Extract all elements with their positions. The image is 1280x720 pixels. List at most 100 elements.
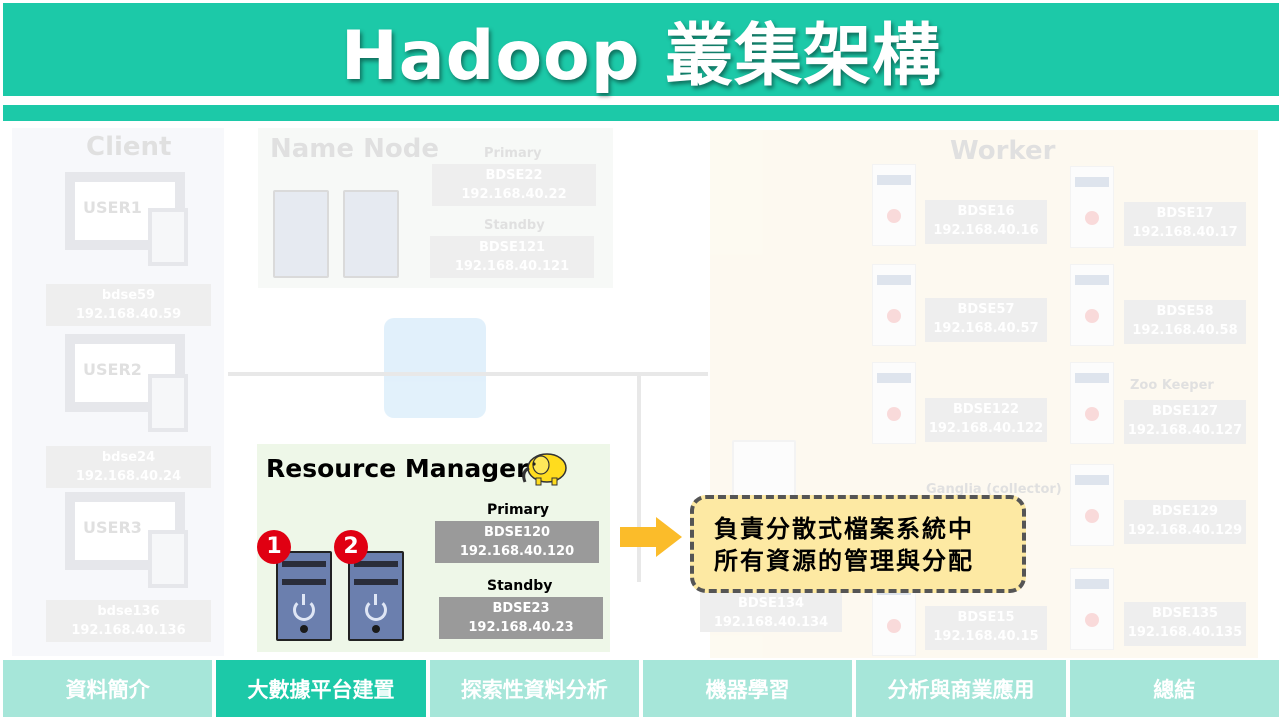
worker-server-icon [872,164,916,246]
rm-standby-label: Standby [487,578,553,594]
title-banner: Hadoop 叢集架構 [3,3,1279,96]
namenode-primary-ipbox: BDSE22 192.168.40.22 [432,164,596,206]
worker-host: BDSE58 [1156,304,1214,319]
worker-ip: 192.168.40.129 [1127,523,1243,538]
user1-ip: 192.168.40.59 [75,307,182,322]
badge-1: 1 [257,530,291,564]
network-line [228,372,708,376]
resource-manager-panel: Resource Manager Primary BDSE120 192.168.… [257,444,610,652]
zookeeper-label: Zoo Keeper [1130,378,1214,393]
worker-host: BDSE57 [957,302,1015,317]
nav-tab-eda[interactable]: 探索性資料分析 [429,660,639,717]
worker-ip: 192.168.40.122 [928,421,1044,436]
namenode-primary-host: BDSE22 [485,168,543,183]
namenode-server-icon [343,190,399,278]
worker-title: Worker [950,136,1056,166]
network-line [637,372,641,582]
worker-server-icon [872,362,916,444]
extra-host: BDSE134 [737,596,805,611]
ganglia-label: Ganglia (collector) [926,482,1062,497]
user2-label: USER2 [83,360,142,379]
nav-tab-data-intro[interactable]: 資料簡介 [3,660,213,717]
worker-ip: 192.168.40.16 [933,223,1039,238]
nav-tab-machine-learning[interactable]: 機器學習 [642,660,853,717]
worker-ipbox: BDSE16 192.168.40.16 [925,200,1047,244]
worker-host: BDSE129 [1151,504,1219,519]
client-title: Client [86,132,172,162]
rm-standby-ip: 192.168.40.23 [468,620,574,635]
namenode-primary-label: Primary [484,146,542,161]
user1-host: bdse59 [101,288,156,303]
worker-server-icon [1070,362,1114,444]
user3-tablet-icon [148,530,188,588]
user2-ipbox: bdse24 192.168.40.24 [46,446,211,488]
worker-ipbox: BDSE127 192.168.40.127 [1124,400,1246,444]
rm-primary-label: Primary [487,502,550,518]
namenode-standby-ipbox: BDSE121 192.168.40.121 [430,236,594,278]
slide-title: Hadoop 叢集架構 [340,17,942,96]
resource-manager-title: Resource Manager [266,454,529,483]
worker-host: BDSE15 [957,610,1015,625]
callout-line1: 負責分散式檔案系統中 [714,515,974,543]
worker-ip: 192.168.40.127 [1127,423,1243,438]
rm-standby-host: BDSE23 [492,601,550,616]
user1-ipbox: bdse59 192.168.40.59 [46,284,211,326]
user3-label: USER3 [83,518,142,537]
worker-ip: 192.168.40.57 [933,321,1039,336]
arrow-right-icon [620,517,682,557]
user3-ip: 192.168.40.136 [71,623,186,638]
namenode-standby-host: BDSE121 [478,240,546,255]
worker-ipbox: BDSE15 192.168.40.15 [925,606,1047,650]
worker-ipbox: BDSE122 192.168.40.122 [925,398,1047,442]
user1-label: USER1 [83,198,142,217]
worker-host: BDSE122 [952,402,1020,417]
badge-2: 2 [334,530,368,564]
namenode-standby-label: Standby [484,218,545,233]
user2-ip: 192.168.40.24 [75,469,182,484]
user3-ipbox: bdse136 192.168.40.136 [46,600,211,642]
user2-host: bdse24 [101,450,156,465]
worker-host: BDSE127 [1151,404,1219,419]
bottom-nav: 資料簡介 大數據平台建置 探索性資料分析 機器學習 分析與商業應用 總結 [3,660,1279,717]
user2-tablet-icon [148,374,188,432]
faded-background-diagram: Client USER1 bdse59 192.168.40.59 USER2 b… [0,122,1280,660]
nav-tab-business-application[interactable]: 分析與商業應用 [856,660,1066,717]
server-icon [276,551,332,641]
user1-monitor: USER1 [65,172,185,250]
rm-primary-ip: 192.168.40.120 [459,544,575,559]
worker-ipbox: BDSE129 192.168.40.129 [1124,500,1246,544]
worker-ip: 192.168.40.15 [933,629,1039,644]
worker-server-icon [872,264,916,346]
server-icon [348,551,404,641]
namenode-panel [258,128,613,288]
callout-box: 負責分散式檔案系統中 所有資源的管理與分配 [690,495,1026,593]
namenode-server-icon [273,190,329,278]
network-switch-icon [384,318,486,418]
extra-ip: 192.168.40.134 [713,615,829,630]
divider-bar [3,105,1279,121]
user3-host: bdse136 [97,604,160,619]
worker-server-icon [1070,568,1114,650]
user2-monitor: USER2 [65,334,185,412]
namenode-primary-ip: 192.168.40.22 [461,187,567,202]
rm-primary-host: BDSE120 [483,525,551,540]
worker-server-icon [1070,464,1114,546]
nav-tab-summary[interactable]: 總結 [1069,660,1279,717]
worker-host: BDSE16 [957,204,1015,219]
namenode-title: Name Node [270,134,439,164]
hadoop-elephant-icon [522,453,567,486]
nav-tab-platform-build[interactable]: 大數據平台建置 [216,660,426,717]
worker-ip: 192.168.40.58 [1132,323,1238,338]
worker-ipbox: BDSE58 192.168.40.58 [1124,300,1246,344]
rm-standby-ipbox: BDSE23 192.168.40.23 [439,597,603,639]
user1-tablet-icon [148,208,188,266]
client-panel [12,128,224,656]
worker-ip: 192.168.40.17 [1132,225,1238,240]
callout-line2: 所有資源的管理與分配 [714,547,974,575]
rm-primary-ipbox: BDSE120 192.168.40.120 [435,521,599,563]
user3-monitor: USER3 [65,492,185,570]
namenode-standby-ip: 192.168.40.121 [454,259,570,274]
worker-server-icon [1070,264,1114,346]
